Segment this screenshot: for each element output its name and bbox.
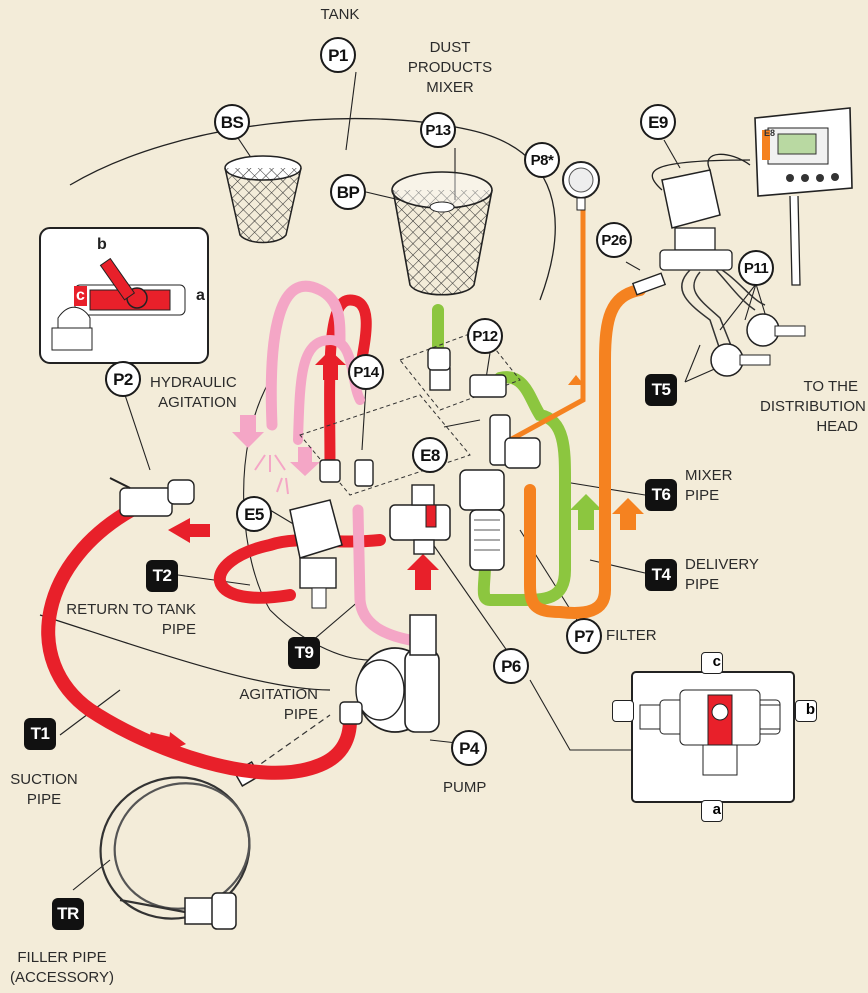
left-inset-valve (39, 227, 209, 364)
p6-body (389, 484, 451, 555)
agitation-pipe-line-1: AGITATION (239, 686, 318, 703)
tag-TR: TR (52, 898, 84, 930)
distribution-line-2: DISTRIBUTION (760, 398, 866, 415)
mixer-pipe-label: MIXER PIPE (685, 466, 733, 506)
return-to-tank-line-2: PIPE (161, 621, 196, 638)
tag-T5: T5 (645, 374, 677, 406)
return-to-tank-label: RETURN TO TANK PIPE (30, 600, 196, 640)
e9-valve (651, 153, 751, 271)
badge-BS: BS (214, 104, 250, 140)
e5-valve (289, 499, 343, 609)
tank-inner-line (39, 614, 331, 691)
filler-pipe-line-2: (ACCESSORY) (10, 969, 114, 986)
right-port-left (612, 700, 634, 722)
pump-label: PUMP (443, 779, 487, 796)
mixer-pipe-line-1: MIXER (685, 467, 733, 484)
badge-P1: P1 (320, 37, 356, 73)
dust-mixer-label: DUST PRODUCTS MIXER (400, 38, 500, 98)
badge-P26: P26 (596, 222, 632, 258)
badge-P14: P14 (348, 354, 384, 390)
dust-mixer-line-3: MIXER (426, 79, 474, 96)
right-port-b: b (795, 700, 817, 722)
badge-BP: BP (330, 174, 366, 210)
distribution-line-3: HEAD (816, 418, 858, 435)
agitation-pipe-label: AGITATION PIPE (214, 685, 318, 725)
badge-E5: E5 (236, 496, 272, 532)
left-port-a: a (196, 287, 205, 304)
dust-mixer-line-1: DUST (429, 39, 471, 56)
pump-P4 (339, 614, 440, 733)
agitation-pipe-T9 (352, 504, 416, 646)
return-to-tank-line-1: RETURN TO TANK (66, 601, 196, 618)
tag-T9: T9 (288, 637, 320, 669)
filler-pipe-label: FILLER PIPE (ACCESSORY) (2, 948, 122, 988)
tag-T4: T4 (645, 559, 677, 591)
distribution-line-1: TO THE (803, 378, 858, 395)
distribution-head-label: TO THE DISTRIBUTION HEAD (760, 377, 866, 437)
hydraulic-agitation-line-2: AGITATION (158, 394, 237, 411)
delivery-pipe-T4 (524, 284, 646, 619)
left-port-c: c (74, 286, 87, 306)
suction-pipe-label: SUCTION PIPE (4, 770, 84, 810)
filter-P7 (459, 469, 505, 571)
badge-P13: P13 (420, 112, 456, 148)
suction-pipe-line-2: PIPE (26, 791, 62, 808)
badge-P7: P7 (566, 618, 602, 654)
bs-basket (224, 155, 302, 244)
badge-P2: P2 (105, 361, 141, 397)
delivery-pipe-label: DELIVERY PIPE (685, 555, 759, 595)
badge-E8: E8 (412, 437, 448, 473)
badge-P4: P4 (451, 730, 487, 766)
suction-pipe-T1 (41, 501, 357, 780)
hydraulic-agitation-line-1: HYDRAULIC (150, 374, 237, 391)
delivery-pipe-line-1: DELIVERY (685, 556, 759, 573)
right-port-c: c (701, 652, 723, 674)
mixer-pipe-line-2: PIPE (685, 487, 720, 504)
filter-label: FILTER (606, 627, 657, 644)
p2-valve (109, 477, 195, 517)
controller-display-text: E8 (764, 128, 776, 138)
left-port-b: b (97, 236, 107, 253)
badge-P11: P11 (738, 250, 774, 286)
badge-P8: P8* (524, 142, 560, 178)
tag-T1: T1 (24, 718, 56, 750)
badge-P6: P6 (493, 648, 529, 684)
bp-basket (391, 171, 493, 296)
hydraulic-agitation-label: HYDRAULIC AGITATION (150, 373, 237, 413)
controller-unit (754, 107, 853, 286)
delivery-pipe-line-2: PIPE (685, 576, 720, 593)
filler-pipe-line-1: FILLER PIPE (17, 949, 107, 966)
dust-mixer-line-2: PRODUCTS (407, 59, 493, 76)
tank-label: TANK (320, 6, 360, 23)
right-inset-valve (631, 671, 795, 803)
agitation-pipe-line-2: PIPE (283, 706, 318, 723)
tag-T6: T6 (645, 479, 677, 511)
badge-E9: E9 (640, 104, 676, 140)
badge-P12: P12 (467, 318, 503, 354)
right-port-a: a (701, 800, 723, 822)
suction-pipe-line-1: SUCTION (10, 771, 78, 788)
tag-T2: T2 (146, 560, 178, 592)
